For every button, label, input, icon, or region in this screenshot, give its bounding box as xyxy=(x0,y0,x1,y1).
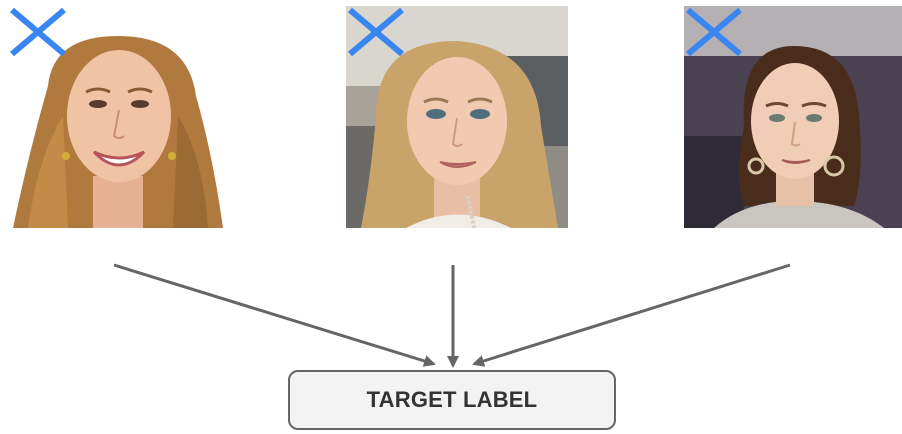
cross-icon xyxy=(686,7,742,57)
face-illustration-2 xyxy=(346,6,568,228)
face-illustration-3 xyxy=(684,6,902,228)
cross-icon xyxy=(10,7,66,57)
face-illustration-1 xyxy=(8,6,230,228)
target-label-text: TARGET LABEL xyxy=(366,387,538,412)
face-photo-2 xyxy=(346,6,568,228)
target-label-box: TARGET LABEL xyxy=(288,370,616,430)
face-photo-1 xyxy=(8,6,230,228)
cross-icon xyxy=(348,7,404,57)
arrow-left xyxy=(113,263,436,367)
arrow-right xyxy=(472,263,791,367)
face-photo-3 xyxy=(684,6,902,228)
